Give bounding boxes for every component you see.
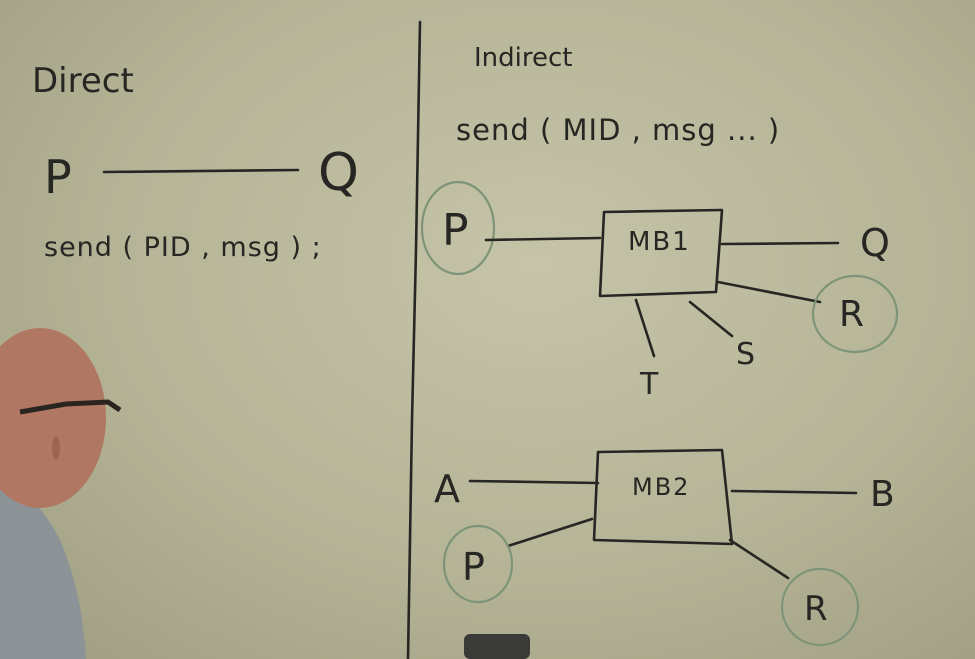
mb1-link-s <box>688 300 734 338</box>
presenter-shirt <box>0 470 86 659</box>
indirect-send-call: send ( MID , msg ... ) <box>456 113 780 147</box>
mailbox-mb1-box <box>598 208 724 298</box>
indirect-title: Indirect <box>474 43 572 73</box>
mb2-receiver-b: B <box>870 474 895 515</box>
mb2-receiver-r-circle <box>780 567 860 647</box>
mb1-link-q <box>720 241 840 246</box>
mb1-link-t <box>634 298 656 358</box>
mailbox-mb1-label: MB1 <box>628 227 691 257</box>
direct-link-line <box>102 168 300 174</box>
divider-line <box>406 20 422 659</box>
mb2-receiver-r: R <box>804 589 828 629</box>
presenter-ear <box>52 436 60 460</box>
mailbox-mb2-box <box>592 448 734 546</box>
direct-send-call: send ( PID , msg ) ; <box>44 232 322 263</box>
mb2-sender-a: A <box>434 467 460 511</box>
mb1-receiver-t: T <box>639 367 659 402</box>
mb1-receiver-s: S <box>736 337 755 372</box>
presenter-glasses <box>19 399 122 415</box>
mb1-link-r <box>716 280 822 304</box>
marker-object <box>464 634 530 659</box>
mb2-link-b <box>730 489 858 495</box>
mb1-link-p <box>484 236 602 242</box>
mb1-sender-p: P <box>442 205 469 256</box>
mb2-sender-p: P <box>462 545 485 589</box>
mb1-receiver-r-circle <box>811 274 899 354</box>
mb2-link-a <box>468 479 600 485</box>
presenter-head <box>0 328 106 508</box>
mb2-link-p <box>506 517 594 548</box>
direct-node-p: P <box>44 150 72 204</box>
mb1-receiver-q: Q <box>860 221 890 265</box>
presenter-figure <box>0 328 122 659</box>
mb1-sender-p-circle <box>420 180 496 276</box>
direct-title: Direct <box>32 61 134 101</box>
mailbox-mb2-label: MB2 <box>632 473 690 501</box>
mb2-sender-p-circle <box>442 524 514 604</box>
mb2-link-r <box>728 538 790 580</box>
direct-node-q: Q <box>318 143 359 203</box>
mb1-receiver-r: R <box>839 294 864 335</box>
